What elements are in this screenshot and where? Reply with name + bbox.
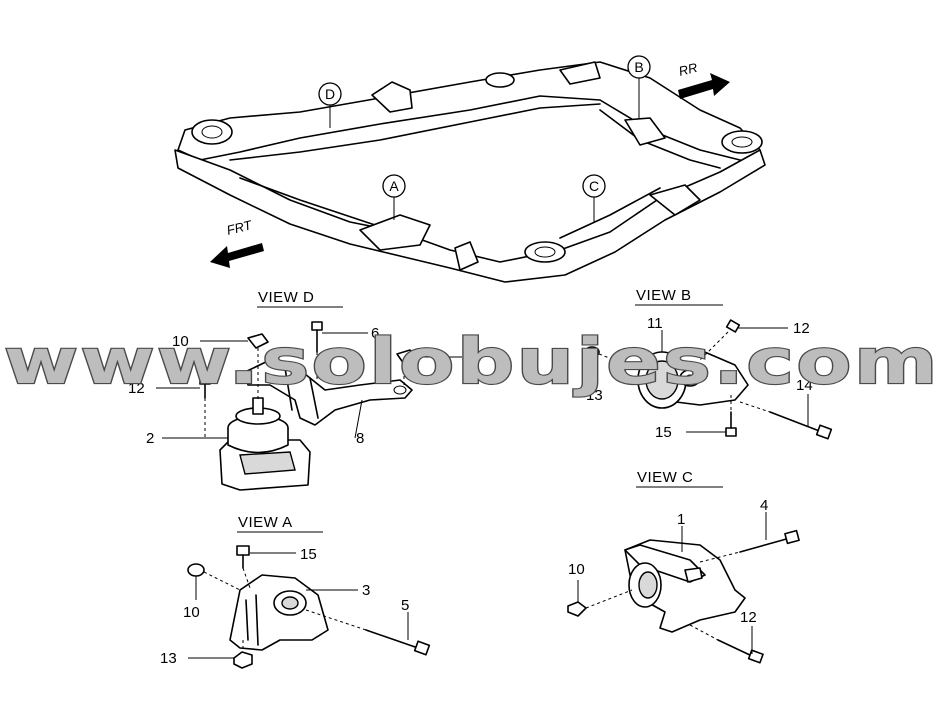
view-d: VIEW D 10 6 10 12 — [128, 289, 482, 491]
callout-c: C — [582, 174, 606, 198]
view-a-part-5: 5 — [401, 597, 409, 614]
callout-b-label: B — [634, 59, 643, 75]
front-arrow-icon — [210, 243, 264, 268]
callout-b: B — [627, 55, 651, 79]
view-c-title: VIEW C — [637, 469, 693, 486]
view-d-part-12: 12 — [128, 380, 145, 397]
view-c-part-10: 10 — [568, 561, 585, 578]
subframe — [174, 61, 766, 283]
view-a-part-3: 3 — [362, 582, 370, 599]
view-b: VIEW B 11 12 13 14 15 — [584, 287, 833, 441]
view-c-part-4: 4 — [760, 497, 768, 514]
view-a-part-15: 15 — [300, 546, 317, 563]
view-d-title: VIEW D — [258, 289, 314, 306]
front-direction: FRT — [210, 217, 264, 268]
view-b-part-11: 11 — [647, 315, 663, 332]
rear-arrow-icon — [678, 73, 730, 99]
view-b-part-15: 15 — [655, 424, 672, 441]
callout-a-label: A — [389, 178, 399, 194]
view-b-part-14: 14 — [796, 377, 813, 394]
view-c: VIEW C 1 4 10 12 — [567, 469, 800, 664]
view-b-part-12: 12 — [793, 320, 810, 337]
view-d-part-6: 6 — [371, 325, 379, 342]
view-c-part-12: 12 — [740, 609, 757, 626]
watermark-text: www.solobujes.com — [4, 325, 940, 398]
view-d-part-10a: 10 — [172, 333, 189, 350]
callout-d: D — [318, 82, 342, 106]
callout-d-label: D — [325, 86, 335, 102]
view-a-part-13: 13 — [160, 650, 177, 667]
view-b-title: VIEW B — [636, 287, 692, 304]
view-c-part-1: 1 — [677, 511, 685, 528]
view-d-part-2: 2 — [146, 430, 154, 447]
view-d-part-10b: 10 — [465, 349, 482, 366]
callout-a: A — [382, 174, 406, 198]
view-b-part-13: 13 — [586, 387, 603, 404]
rear-direction: RR — [677, 60, 730, 99]
view-a-title: VIEW A — [238, 514, 293, 531]
view-a: VIEW A 15 3 10 5 13 — [160, 514, 431, 669]
view-d-part-8: 8 — [356, 430, 364, 447]
rear-direction-label: RR — [677, 60, 699, 79]
callout-c-label: C — [589, 178, 599, 194]
front-direction-label: FRT — [225, 217, 254, 238]
view-a-part-10: 10 — [183, 604, 200, 621]
